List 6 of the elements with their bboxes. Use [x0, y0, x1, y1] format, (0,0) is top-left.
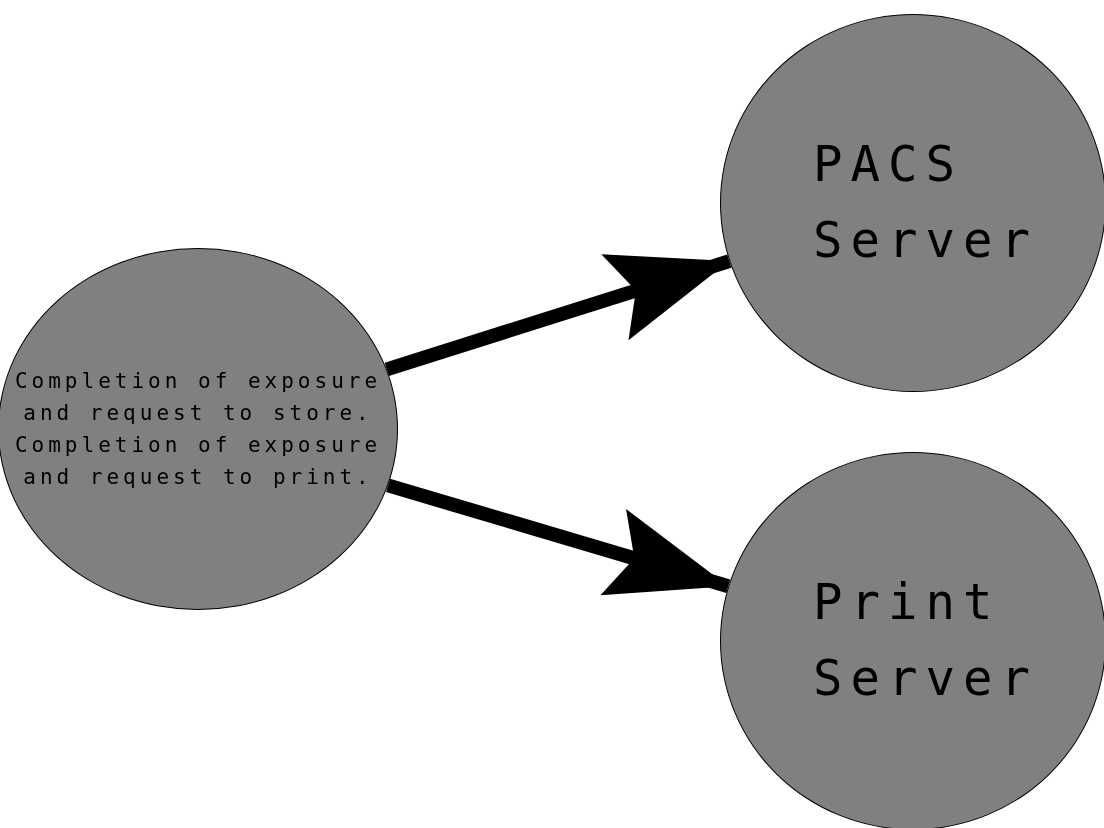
arrow: [384, 254, 732, 376]
node-label: Print Server: [813, 573, 1039, 709]
arrow: [386, 478, 731, 596]
node-description: Completion of exposure and request to print.: [13, 432, 383, 491]
node-description: Completion of exposure and request to store.: [13, 368, 383, 427]
node-label: PACS Server: [813, 135, 1039, 271]
